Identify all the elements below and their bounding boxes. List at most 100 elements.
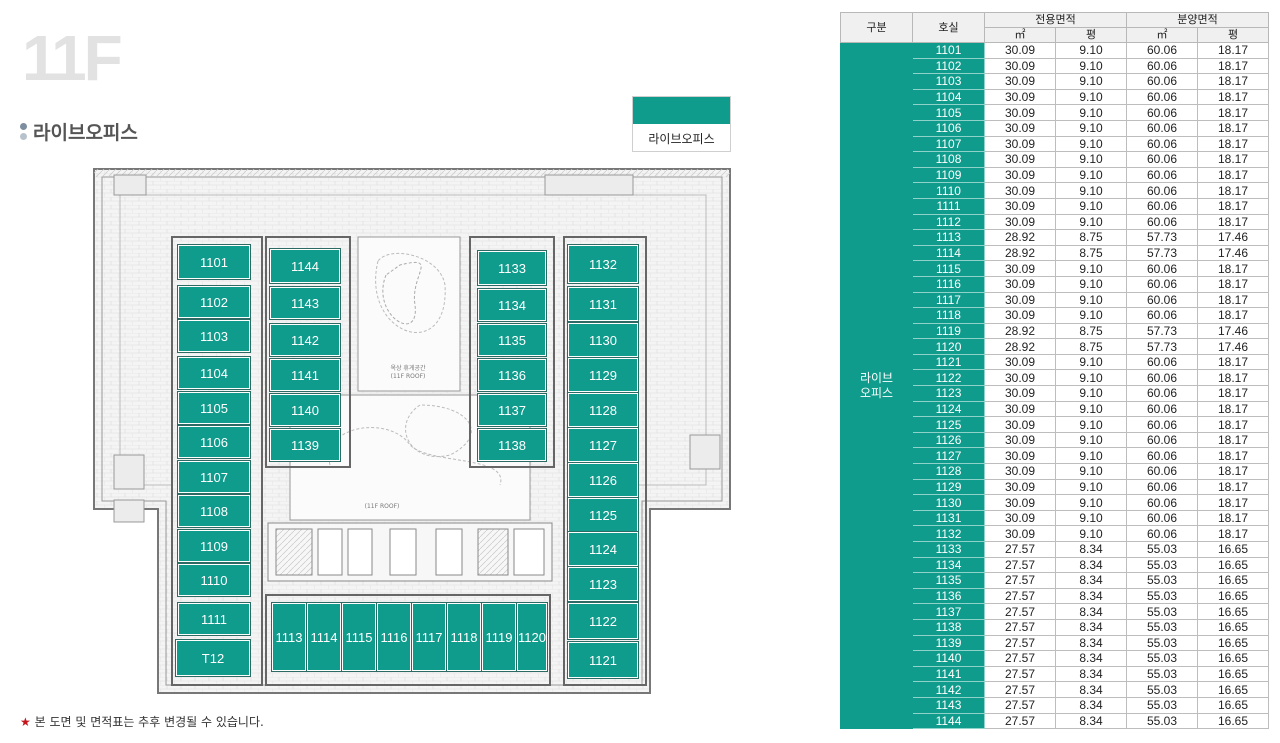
exclusive-sqm-cell: 30.09 (984, 494, 1056, 511)
exclusive-sqm-cell: 28.92 (984, 322, 1056, 340)
sale-pyeong-cell: 18.17 (1197, 182, 1270, 199)
unit-1132[interactable]: 1132 (567, 244, 639, 284)
unit-1135[interactable]: 1135 (477, 323, 547, 357)
exclusive-pyeong-cell: 8.34 (1054, 712, 1128, 730)
unit-1139[interactable]: 1139 (269, 428, 341, 462)
disclaimer-text: 본 도면 및 면적표는 추후 변경될 수 있습니다. (34, 715, 264, 729)
exclusive-pyeong-cell: 9.10 (1054, 400, 1128, 418)
room-cell: 1107 (912, 135, 985, 153)
sale-sqm-cell: 60.06 (1126, 478, 1199, 496)
unit-1106[interactable]: 1106 (177, 425, 251, 459)
sale-sqm-cell: 60.06 (1126, 400, 1199, 418)
disclaimer-note: ★ 본 도면 및 면적표는 추후 변경될 수 있습니다. (20, 713, 264, 730)
unit-1128[interactable]: 1128 (567, 392, 639, 428)
sale-sqm-cell: 55.03 (1126, 603, 1199, 620)
sale-sqm-cell: 55.03 (1126, 650, 1199, 667)
unit-1121[interactable]: 1121 (567, 641, 639, 679)
room-cell: 1125 (912, 416, 985, 433)
unit-1136[interactable]: 1136 (477, 358, 547, 392)
unit-1125[interactable]: 1125 (567, 497, 639, 533)
unit-1105[interactable]: 1105 (177, 391, 251, 425)
unit-1115[interactable]: 1115 (341, 602, 377, 672)
exclusive-sqm-cell: 27.57 (984, 556, 1056, 574)
room-cell: 1126 (912, 431, 985, 449)
unit-1142[interactable]: 1142 (269, 323, 341, 357)
unit-1131[interactable]: 1131 (567, 286, 639, 322)
sale-pyeong-cell: 18.17 (1197, 369, 1270, 387)
exclusive-sqm-cell: 30.09 (984, 57, 1056, 75)
exclusive-sqm-cell: 27.57 (984, 650, 1056, 667)
exclusive-sqm-cell: 30.09 (984, 353, 1056, 371)
exclusive-sqm-cell: 27.57 (984, 603, 1056, 620)
unit-1108[interactable]: 1108 (177, 494, 251, 528)
room-cell: 1119 (912, 322, 985, 340)
sale-sqm-cell: 60.06 (1126, 151, 1199, 168)
unit-1101[interactable]: 1101 (177, 244, 251, 280)
unit-1141[interactable]: 1141 (269, 358, 341, 392)
sale-sqm-cell: 57.73 (1126, 322, 1199, 340)
exclusive-sqm-cell: 30.09 (984, 197, 1056, 215)
unit-1120[interactable]: 1120 (516, 602, 548, 672)
unit-1143[interactable]: 1143 (269, 286, 341, 320)
unit-1127[interactable]: 1127 (567, 427, 639, 463)
sale-sqm-cell: 57.73 (1126, 244, 1199, 262)
unit-1130[interactable]: 1130 (567, 322, 639, 358)
room-cell: 1130 (912, 494, 985, 511)
unit-1122[interactable]: 1122 (567, 602, 639, 640)
exclusive-sqm-cell: 30.09 (984, 509, 1056, 527)
room-cell: 1110 (912, 182, 985, 199)
unit-1116[interactable]: 1116 (376, 602, 412, 672)
unit-1113[interactable]: 1113 (271, 602, 307, 672)
unit-1117[interactable]: 1117 (411, 602, 447, 672)
exclusive-sqm-cell: 30.09 (984, 42, 1056, 59)
unit-1109[interactable]: 1109 (177, 529, 251, 563)
sale-pyeong-cell: 16.65 (1197, 541, 1270, 558)
unit-1114[interactable]: 1114 (306, 602, 342, 672)
unit-1129[interactable]: 1129 (567, 357, 639, 393)
sale-sqm-cell: 60.06 (1126, 431, 1199, 449)
sale-pyeong-cell: 17.46 (1197, 244, 1270, 262)
unit-1126[interactable]: 1126 (567, 462, 639, 498)
exclusive-sqm-cell: 30.09 (984, 478, 1056, 496)
exclusive-pyeong-cell: 8.34 (1054, 650, 1128, 667)
room-cell: 1112 (912, 213, 985, 231)
exclusive-pyeong-cell: 9.10 (1054, 57, 1128, 75)
unit-1138[interactable]: 1138 (477, 428, 547, 462)
unit-1111[interactable]: 1111 (177, 602, 251, 636)
unit-1123[interactable]: 1123 (567, 566, 639, 602)
sale-pyeong-cell: 18.17 (1197, 213, 1270, 231)
unit-1134[interactable]: 1134 (477, 288, 547, 322)
unit-1102[interactable]: 1102 (177, 285, 251, 319)
unit-1107[interactable]: 1107 (177, 460, 251, 494)
room-cell: 1122 (912, 369, 985, 387)
unit-1124[interactable]: 1124 (567, 531, 639, 567)
unit-1103[interactable]: 1103 (177, 319, 251, 353)
unit-1144[interactable]: 1144 (269, 248, 341, 284)
room-cell: 1116 (912, 275, 985, 293)
sale-sqm-cell: 60.06 (1126, 353, 1199, 371)
unit-1119[interactable]: 1119 (481, 602, 517, 672)
unit-1133[interactable]: 1133 (477, 250, 547, 286)
unit-1110[interactable]: 1110 (177, 563, 251, 597)
unit-1140[interactable]: 1140 (269, 393, 341, 427)
exclusive-pyeong-cell: 9.10 (1054, 353, 1128, 371)
sale-pyeong-cell: 17.46 (1197, 322, 1270, 340)
exclusive-pyeong-cell: 8.75 (1054, 338, 1128, 355)
unit-t12[interactable]: T12 (175, 639, 251, 677)
room-cell: 1118 (912, 307, 985, 324)
unit-1104[interactable]: 1104 (177, 356, 251, 390)
unit-1118[interactable]: 1118 (446, 602, 482, 672)
exclusive-sqm-cell: 30.09 (984, 447, 1056, 465)
sale-pyeong-cell: 16.65 (1197, 572, 1270, 589)
sale-pyeong-cell: 18.17 (1197, 104, 1270, 121)
unit-1137[interactable]: 1137 (477, 393, 547, 427)
sale-sqm-cell: 55.03 (1126, 541, 1199, 558)
